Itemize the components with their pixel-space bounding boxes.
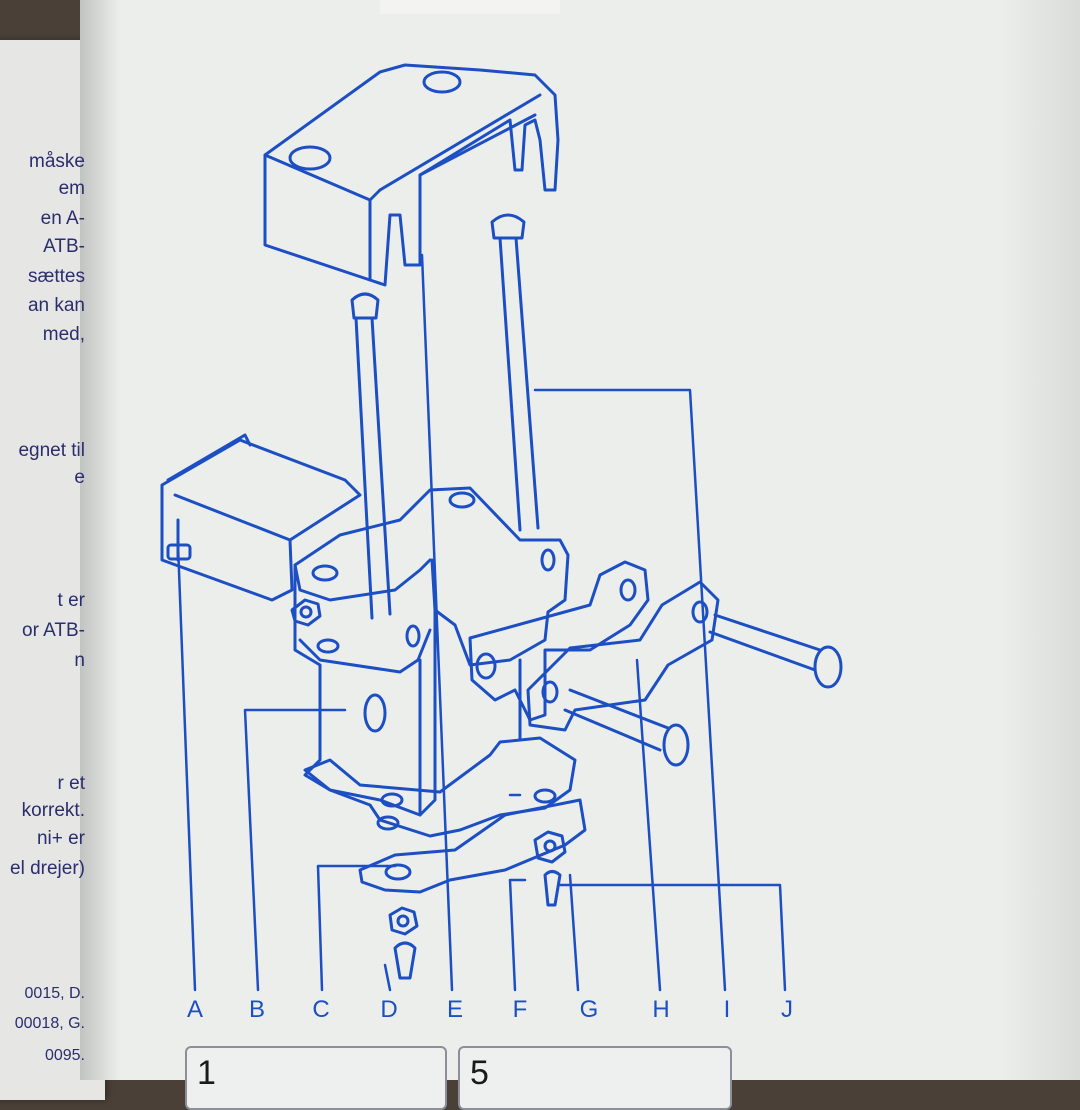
callout-h: H <box>652 996 670 1023</box>
callout-b: B <box>248 996 265 1023</box>
left-text-line: egnet til <box>18 440 85 461</box>
bolt-long <box>708 613 843 689</box>
page-edge-shadow <box>1000 0 1080 1080</box>
callout-f: F <box>512 996 528 1023</box>
hex-nut-and-cap-right <box>533 830 567 907</box>
left-text-line: med, <box>42 324 85 345</box>
bolt-plate <box>526 580 720 732</box>
part-number-note: 0015, D. <box>24 985 85 1002</box>
callout-i: I <box>723 996 731 1023</box>
part-number-note: 0095. <box>44 1047 85 1064</box>
callout-j: J <box>781 996 793 1023</box>
left-text-line: korrekt. <box>21 800 85 821</box>
bolt-short <box>563 688 690 767</box>
left-text-line: em <box>58 178 85 199</box>
left-text-line: t er <box>57 590 85 611</box>
callout-d: D <box>380 996 398 1023</box>
left-text-line: ATB- <box>43 236 85 257</box>
page-fold-shadow <box>80 0 120 1080</box>
left-text-line: an kan <box>27 295 85 316</box>
callout-c: C <box>312 996 330 1023</box>
right-page <box>80 0 1080 1080</box>
left-text-line: r et <box>57 773 85 794</box>
leader-lines <box>176 253 787 992</box>
latch-plate <box>468 560 650 742</box>
left-text-line: or ATB- <box>22 620 85 641</box>
hex-nut-and-cap-left <box>388 906 419 980</box>
threaded-rod-left <box>350 292 392 620</box>
left-text-line: ni+ er <box>36 828 85 849</box>
left-text-line: e <box>74 467 85 488</box>
callout-g: G <box>579 996 599 1023</box>
step-box-5: 5 <box>458 1046 732 1110</box>
paper-scrap <box>380 0 560 14</box>
handle-mount <box>160 433 362 602</box>
step-number: 5 <box>470 1054 489 1092</box>
callout-a: A <box>186 996 203 1023</box>
part-number-note: 00018, G. <box>14 1015 85 1032</box>
callout-e: E <box>446 996 463 1023</box>
left-text-line: el drejer) <box>10 858 85 879</box>
threaded-rod-right <box>490 213 540 532</box>
left-text-line: måske <box>29 151 85 172</box>
left-text-line: n <box>74 650 85 671</box>
left-text-line: en A- <box>40 208 85 229</box>
base-plate-upper <box>303 736 577 838</box>
left-text-line: sættes <box>27 266 85 287</box>
step-box-1: 1 <box>185 1046 447 1110</box>
exploded-assembly-diagram <box>160 63 843 992</box>
step-number: 1 <box>197 1054 216 1092</box>
top-bracket <box>263 63 560 287</box>
hex-nut <box>290 598 322 627</box>
base-plate-lower <box>358 798 587 894</box>
left-page-text: måske em en A- ATB- sættes an kan med, e… <box>0 0 85 1080</box>
